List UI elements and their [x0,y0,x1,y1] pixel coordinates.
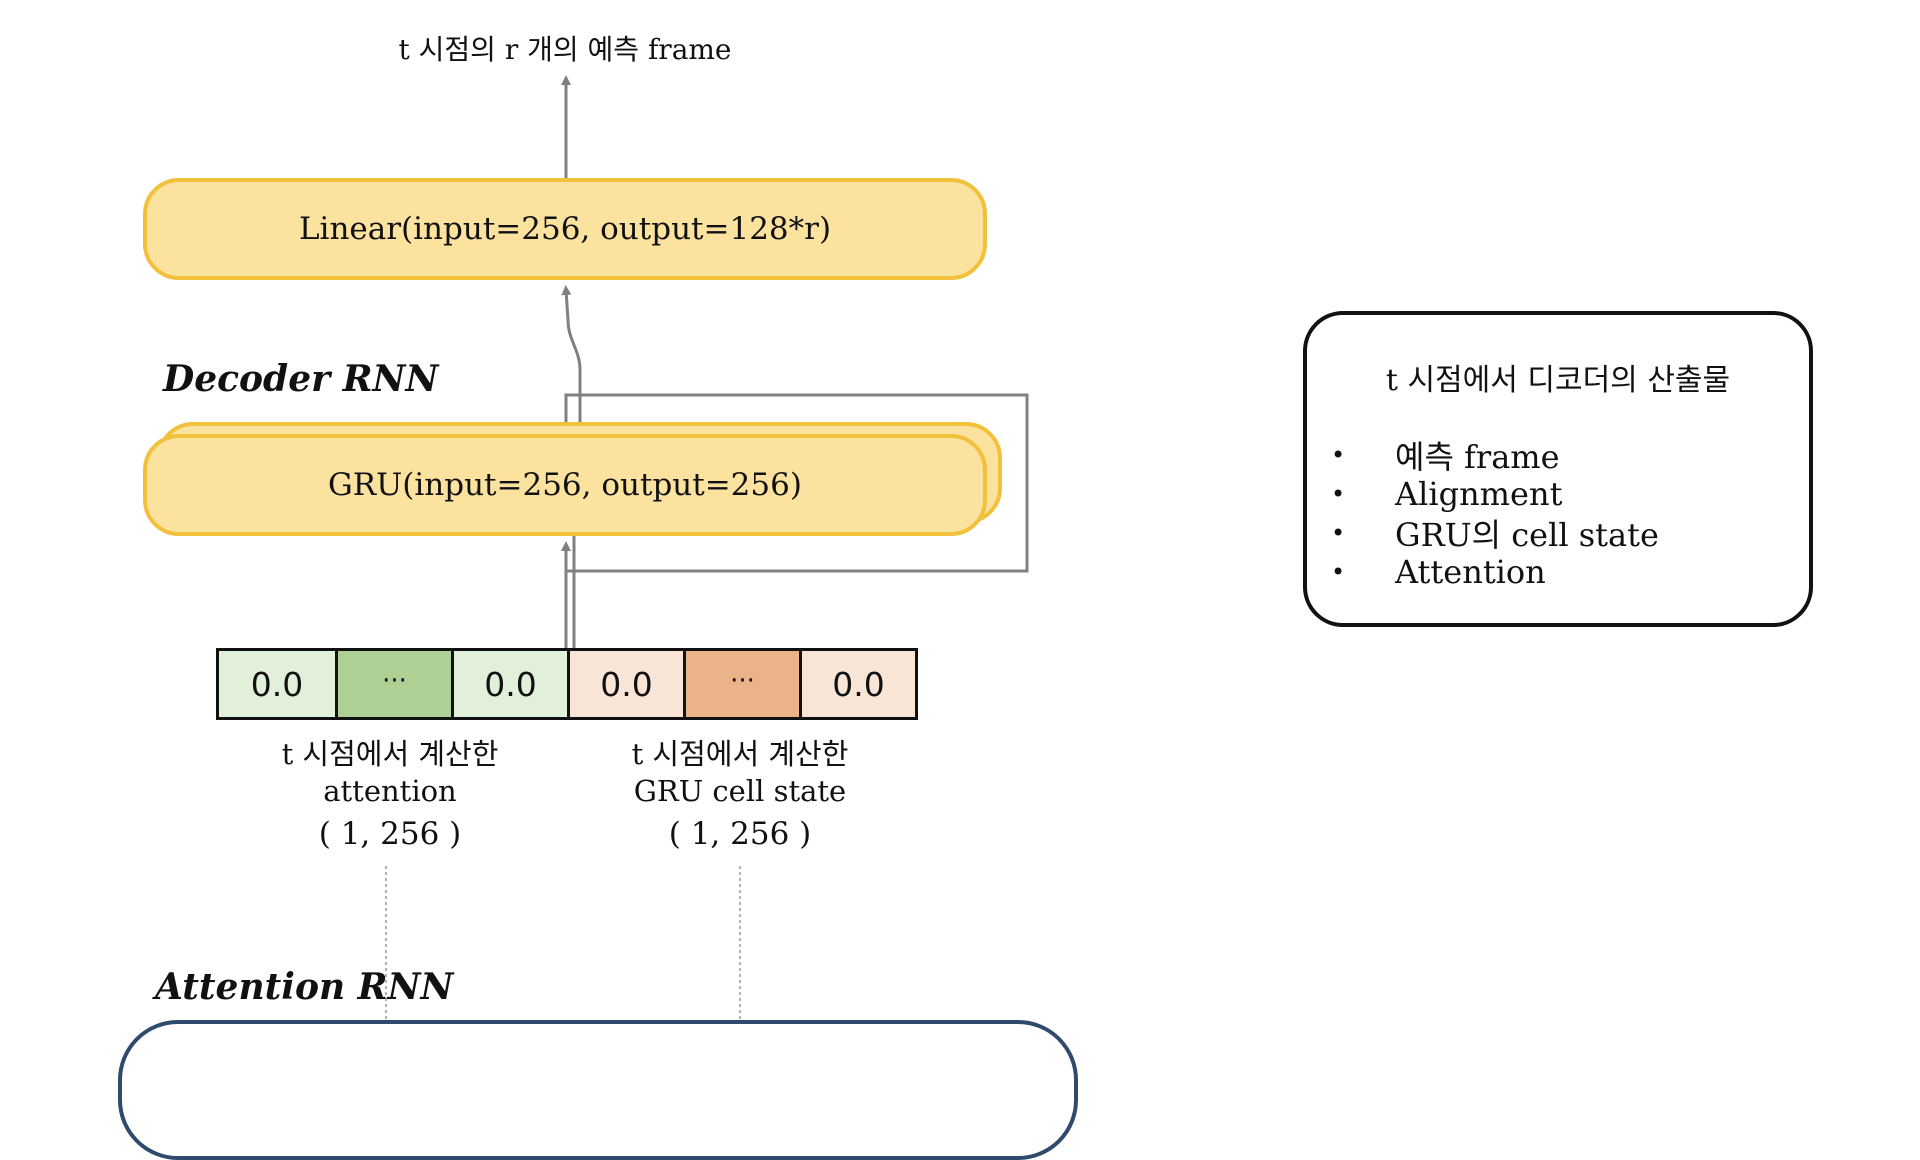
attention-caption-line2: attention [323,774,457,808]
gru-state-caption-line1: t 시점에서 계산한 [631,737,849,771]
summary-item-label: 예측 frame [1395,437,1560,476]
gru-layer-box: GRU(input=256, output=256) [143,434,987,536]
decoder-input-vector: 0.0 ··· 0.0 0.0 ··· 0.0 [216,648,918,720]
vector-cell: 0.0 [219,651,335,717]
vector-cell: 0.0 [799,651,915,717]
bullet-icon: • [1331,557,1346,586]
attention-caption: t 시점에서 계산한 attention ( 1, 256 ) [230,736,550,853]
summary-item-label: GRU의 cell state [1395,515,1659,554]
summary-item: • Alignment [1331,474,1659,513]
summary-title: t 시점에서 디코더의 산출물 [1385,363,1731,398]
bullet-icon: • [1331,440,1346,469]
gru-layer-label: GRU(input=256, output=256) [328,467,802,503]
bullet-icon: • [1331,479,1346,508]
attention-shape: ( 1, 256 ) [318,816,462,852]
attention-caption-line1: t 시점에서 계산한 [281,737,499,771]
vector-cell: ··· [683,651,799,717]
output-frame-label: t 시점의 r 개의 예측 frame [398,33,732,66]
gru-state-caption: t 시점에서 계산한 GRU cell state ( 1, 256 ) [580,736,900,853]
decoder-output-summary: t 시점에서 디코더의 산출물 • 예측 frame • Alignment • GR… [1303,311,1813,627]
gru-state-caption-line2: GRU cell state [633,774,847,808]
summary-item-label: Alignment [1395,474,1563,513]
summary-item-label: Attention [1395,552,1546,591]
vector-cell: 0.0 [567,651,683,717]
gru-state-shape: ( 1, 256 ) [668,816,812,852]
summary-item: • 예측 frame [1331,435,1659,476]
attention-rnn-box [118,1020,1078,1160]
gru-to-linear-arrow [561,285,582,422]
linear-layer-box: Linear(input=256, output=128*r) [143,178,987,280]
bullet-icon: • [1331,518,1346,547]
attention-rnn-title: Attention RNN [155,966,454,1008]
summary-item: • Attention [1331,552,1659,591]
vector-cell: ··· [335,651,451,717]
connector-lines [385,75,1029,1022]
vector-cell: 0.0 [451,651,567,717]
summary-list: • 예측 frame • Alignment • GRU의 cell state • A… [1331,435,1659,591]
summary-item: • GRU의 cell state [1331,513,1659,554]
linear-layer-label: Linear(input=256, output=128*r) [298,211,832,247]
decoder-rnn-title: Decoder RNN [163,358,439,400]
